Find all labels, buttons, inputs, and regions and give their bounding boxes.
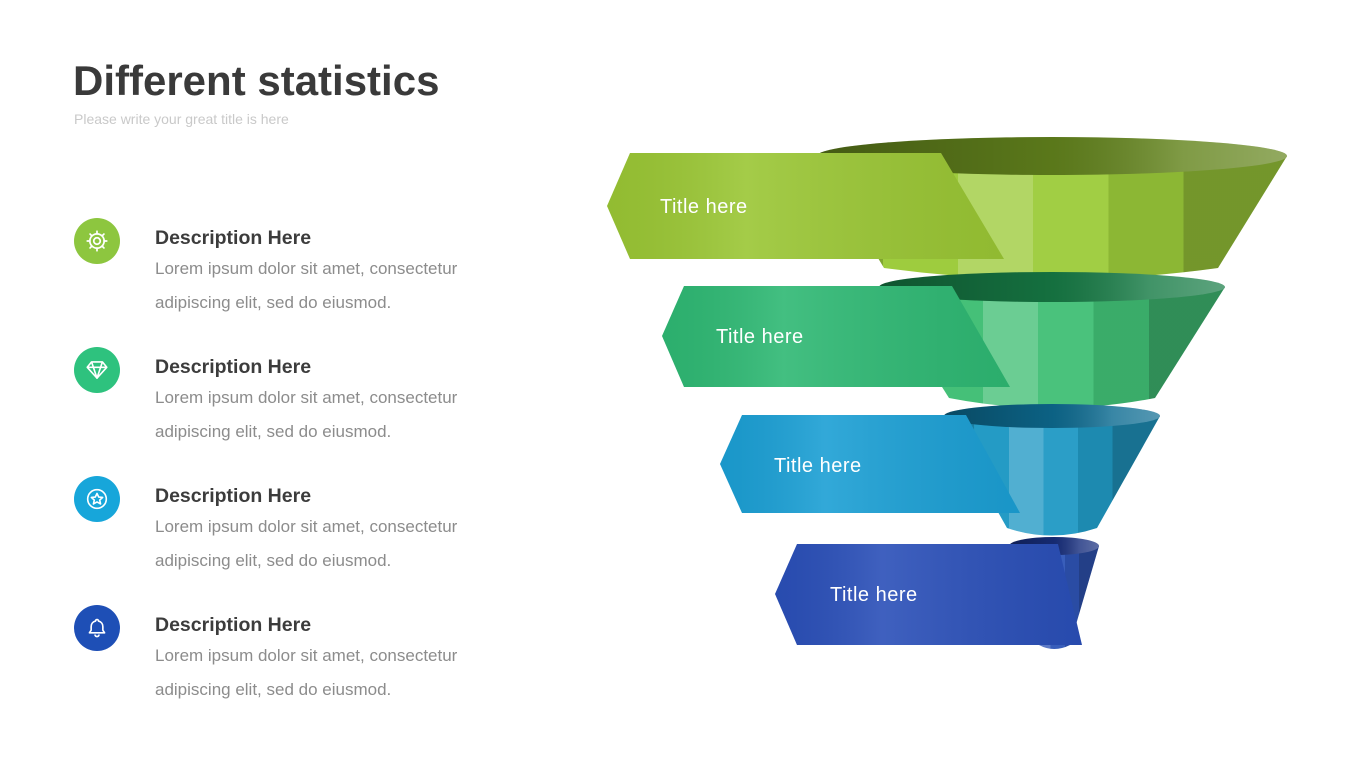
- funnel-layer-2-rim-sheen: [879, 272, 1225, 302]
- list-item: Description Here Lorem ipsum dolor sit a…: [74, 476, 534, 578]
- slide-header: Different statistics Please write your g…: [73, 57, 440, 128]
- funnel-layer-3: Title here: [720, 404, 1160, 536]
- list-item: Description Here Lorem ipsum dolor sit a…: [74, 605, 534, 707]
- description-list: Description Here Lorem ipsum dolor sit a…: [74, 218, 534, 734]
- funnel-label: Title here: [716, 326, 804, 348]
- gear-icon: [74, 218, 120, 264]
- item-body: Lorem ipsum dolor sit amet, consectetur …: [155, 517, 458, 570]
- item-body: Lorem ipsum dolor sit amet, consectetur …: [155, 259, 458, 312]
- item-heading: Description Here: [155, 485, 312, 507]
- bell-icon: [74, 605, 120, 651]
- funnel-layer-4: Title here: [775, 537, 1099, 649]
- funnel-banner-4-sheen: [775, 544, 1082, 645]
- funnel-layer-1: Title here: [607, 137, 1287, 280]
- item-heading: Description Here: [155, 356, 312, 378]
- page-title: Different statistics: [73, 57, 440, 104]
- diamond-icon: [74, 347, 120, 393]
- page-subtitle: Please write your great title is here: [74, 111, 289, 128]
- item-heading: Description Here: [155, 614, 312, 636]
- star-icon: [74, 476, 120, 522]
- funnel-banner-1-sheen: [607, 153, 1004, 259]
- list-item-text: Description Here Lorem ipsum dolor sit a…: [155, 218, 507, 320]
- list-item-text: Description Here Lorem ipsum dolor sit a…: [155, 605, 507, 707]
- funnel-label: Title here: [774, 455, 862, 477]
- funnel-label: Title here: [830, 584, 918, 606]
- funnel-layer-3-rim-sheen: [944, 404, 1160, 428]
- item-heading: Description Here: [155, 227, 312, 249]
- item-body: Lorem ipsum dolor sit amet, consectetur …: [155, 646, 458, 699]
- funnel-label: Title here: [660, 196, 748, 218]
- funnel-banner-2-sheen: [662, 286, 1010, 387]
- funnel-banner-3-sheen: [720, 415, 1020, 513]
- item-body: Lorem ipsum dolor sit amet, consectetur …: [155, 388, 458, 441]
- list-item: Description Here Lorem ipsum dolor sit a…: [74, 347, 534, 449]
- list-item: Description Here Lorem ipsum dolor sit a…: [74, 218, 534, 320]
- list-item-text: Description Here Lorem ipsum dolor sit a…: [155, 476, 507, 578]
- funnel-layer-2: Title here: [662, 272, 1225, 408]
- list-item-text: Description Here Lorem ipsum dolor sit a…: [155, 347, 507, 449]
